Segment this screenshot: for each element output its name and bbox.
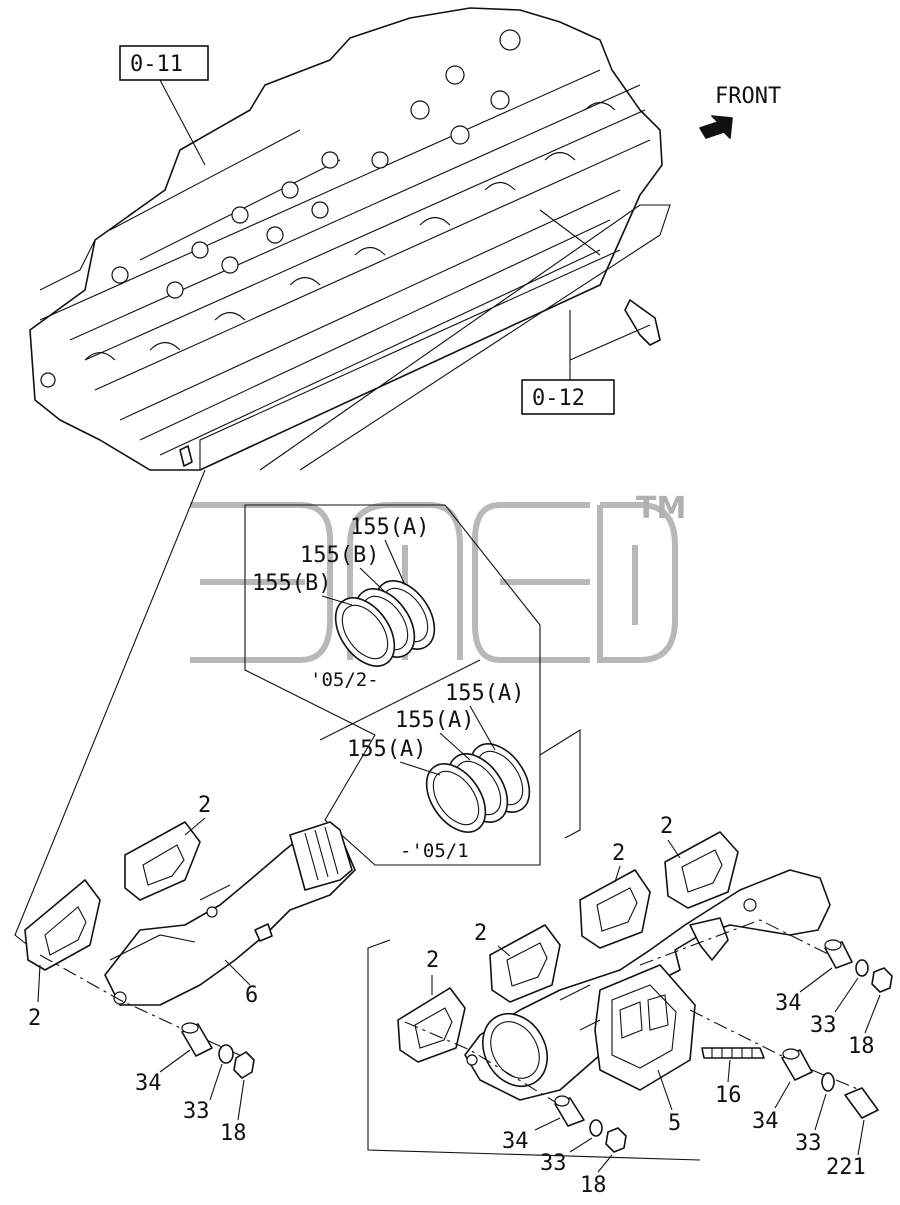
gasket-label-right-1: 2 — [426, 948, 439, 973]
stud-label: 16 — [715, 1083, 742, 1108]
exhaust-manifold-right — [464, 869, 831, 1101]
ref-box-0-12-label: 0-12 — [532, 386, 585, 411]
front-direction-indicator: FRONT — [699, 84, 781, 139]
exhaust-manifold-left — [104, 821, 356, 1006]
seal-ring-label-155b-upper-2: 155(B) — [252, 571, 331, 596]
seal-ring-label-155a-upper: 155(A) — [350, 515, 429, 540]
seal-ring-label-155a-lower-3: 155(A) — [347, 737, 426, 762]
ref-box-0-11-label: 0-11 — [130, 52, 183, 77]
gasket-label-right-2: 2 — [474, 921, 487, 946]
nut-label-right-top: 18 — [848, 1034, 875, 1059]
ref-box-0-11 — [119, 45, 209, 81]
washer-left — [218, 1044, 234, 1064]
camshaft-saddles — [84, 101, 616, 361]
nut-left — [233, 1051, 255, 1079]
ref-box-0-12 — [521, 379, 615, 415]
ref-box-0-12-group: 0-12 — [521, 209, 651, 415]
gasket-left-2 — [24, 879, 101, 971]
gasket-right-4 — [664, 831, 739, 909]
cylinder-head-illustration — [29, 7, 671, 471]
washer-right-bottom — [589, 1119, 603, 1137]
head-bolt-holes — [40, 29, 521, 388]
spacer-left — [181, 1022, 213, 1057]
gasket-right-3 — [579, 869, 651, 949]
nut-right-top — [871, 967, 893, 993]
washer-right-middle — [821, 1072, 835, 1092]
seal-ring-label-155a-lower-2: 155(A) — [395, 708, 474, 733]
manifold-label-left: 6 — [245, 983, 258, 1008]
gasket-right-1 — [397, 987, 466, 1063]
washer-right-top — [855, 959, 869, 977]
washer-label-right-bottom: 33 — [540, 1151, 567, 1176]
spacer-right-middle — [781, 1048, 813, 1081]
right-manifold-group: 2 2 2 2 — [367, 814, 893, 1198]
watermark-tm: TM — [636, 491, 686, 526]
spacer-label-right-bottom: 34 — [502, 1129, 529, 1154]
seal-rings-lower — [425, 743, 531, 833]
spacer-label-right-top: 34 — [775, 991, 802, 1016]
watermark-logo: TM — [190, 491, 686, 663]
seal-ring-date-upper: '05/2- — [310, 669, 379, 691]
washer-label-right-top: 33 — [810, 1013, 837, 1038]
seal-ring-date-lower: -'05/1 — [400, 840, 469, 862]
seal-ring-label-155b-upper-1: 155(B) — [300, 543, 379, 568]
seal-ring-label-155a-lower-1: 155(A) — [445, 681, 524, 706]
manifold-label-right: 5 — [668, 1111, 681, 1136]
gasket-label-left-1: 2 — [198, 793, 211, 818]
gasket-label-right-3: 2 — [612, 841, 625, 866]
left-manifold-group: 2 2 6 34 33 — [14, 469, 356, 1146]
spacer-label-left: 34 — [135, 1071, 162, 1096]
washer-label-right-middle: 33 — [795, 1131, 822, 1156]
stud-16 — [701, 1047, 765, 1059]
gasket-label-right-4: 2 — [660, 814, 673, 839]
washer-label-left: 33 — [183, 1099, 210, 1124]
nut-label-right-bottom: 18 — [580, 1173, 607, 1198]
front-arrow-icon — [699, 115, 733, 139]
nut-right-bottom — [605, 1127, 627, 1153]
gasket-right-2 — [489, 924, 561, 1003]
spacer-right-bottom — [554, 1095, 585, 1127]
gasket-label-left-2: 2 — [28, 1006, 41, 1031]
nut-label-left: 18 — [220, 1121, 247, 1146]
spacer-label-right-middle: 34 — [752, 1109, 779, 1134]
bolt-221 — [844, 1087, 879, 1119]
ref-box-0-11-group: 0-11 — [119, 45, 209, 166]
gasket-left-1 — [124, 821, 201, 901]
seal-ring-inset: 155(A) 155(B) 155(B) '05/2- 155(A) 155(A… — [244, 504, 581, 866]
bolt-label-221: 221 — [826, 1155, 866, 1180]
front-label: FRONT — [715, 84, 781, 109]
spacer-right-top — [824, 939, 853, 969]
seal-rings-upper — [334, 580, 436, 667]
